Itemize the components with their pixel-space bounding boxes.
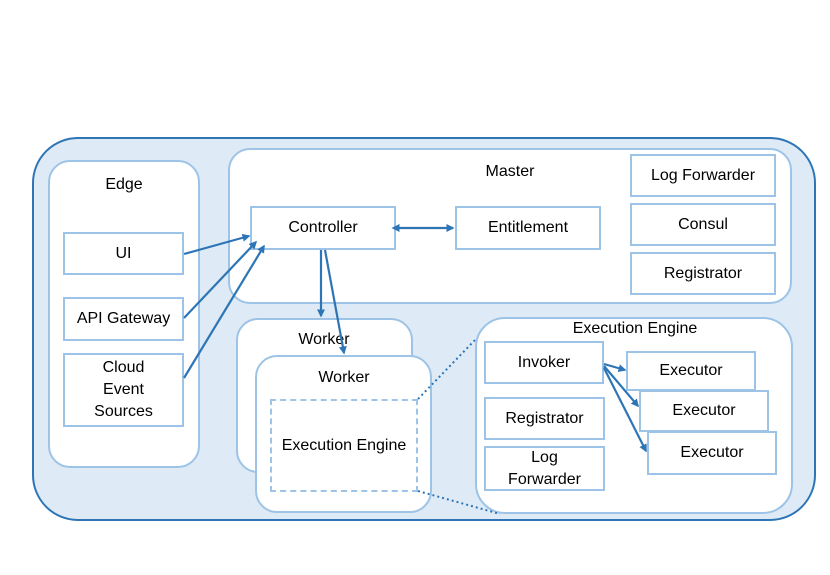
ee-log-forwarder-box: Log Forwarder [484,446,605,491]
execution-engine-detail-title: Execution Engine [572,320,698,337]
worker-execution-engine-placeholder [270,399,418,492]
api-gateway-box: API Gateway [63,297,184,341]
consul-box: Consul [630,203,776,246]
controller-box: Controller [250,206,396,250]
executor-box: Executor [626,351,756,391]
executor-box: Executor [647,431,777,475]
log-forwarder-box: Log Forwarder [630,154,776,197]
worker-execution-engine-label: Execution Engine [281,437,407,454]
ee-registrator-box: Registrator [484,397,605,440]
worker-front-group [255,355,432,513]
entitlement-box: Entitlement [455,206,601,250]
invoker-box: Invoker [484,341,604,384]
cloud-event-sources-box: Cloud Event Sources [63,353,184,427]
worker-front-title: Worker [318,369,370,386]
registrator-box: Registrator [630,252,776,295]
worker-back-title: Worker [298,331,350,348]
executor-box: Executor [639,390,769,432]
master-title: Master [485,163,535,180]
ui-box: UI [63,232,184,275]
edge-title: Edge [105,176,143,193]
